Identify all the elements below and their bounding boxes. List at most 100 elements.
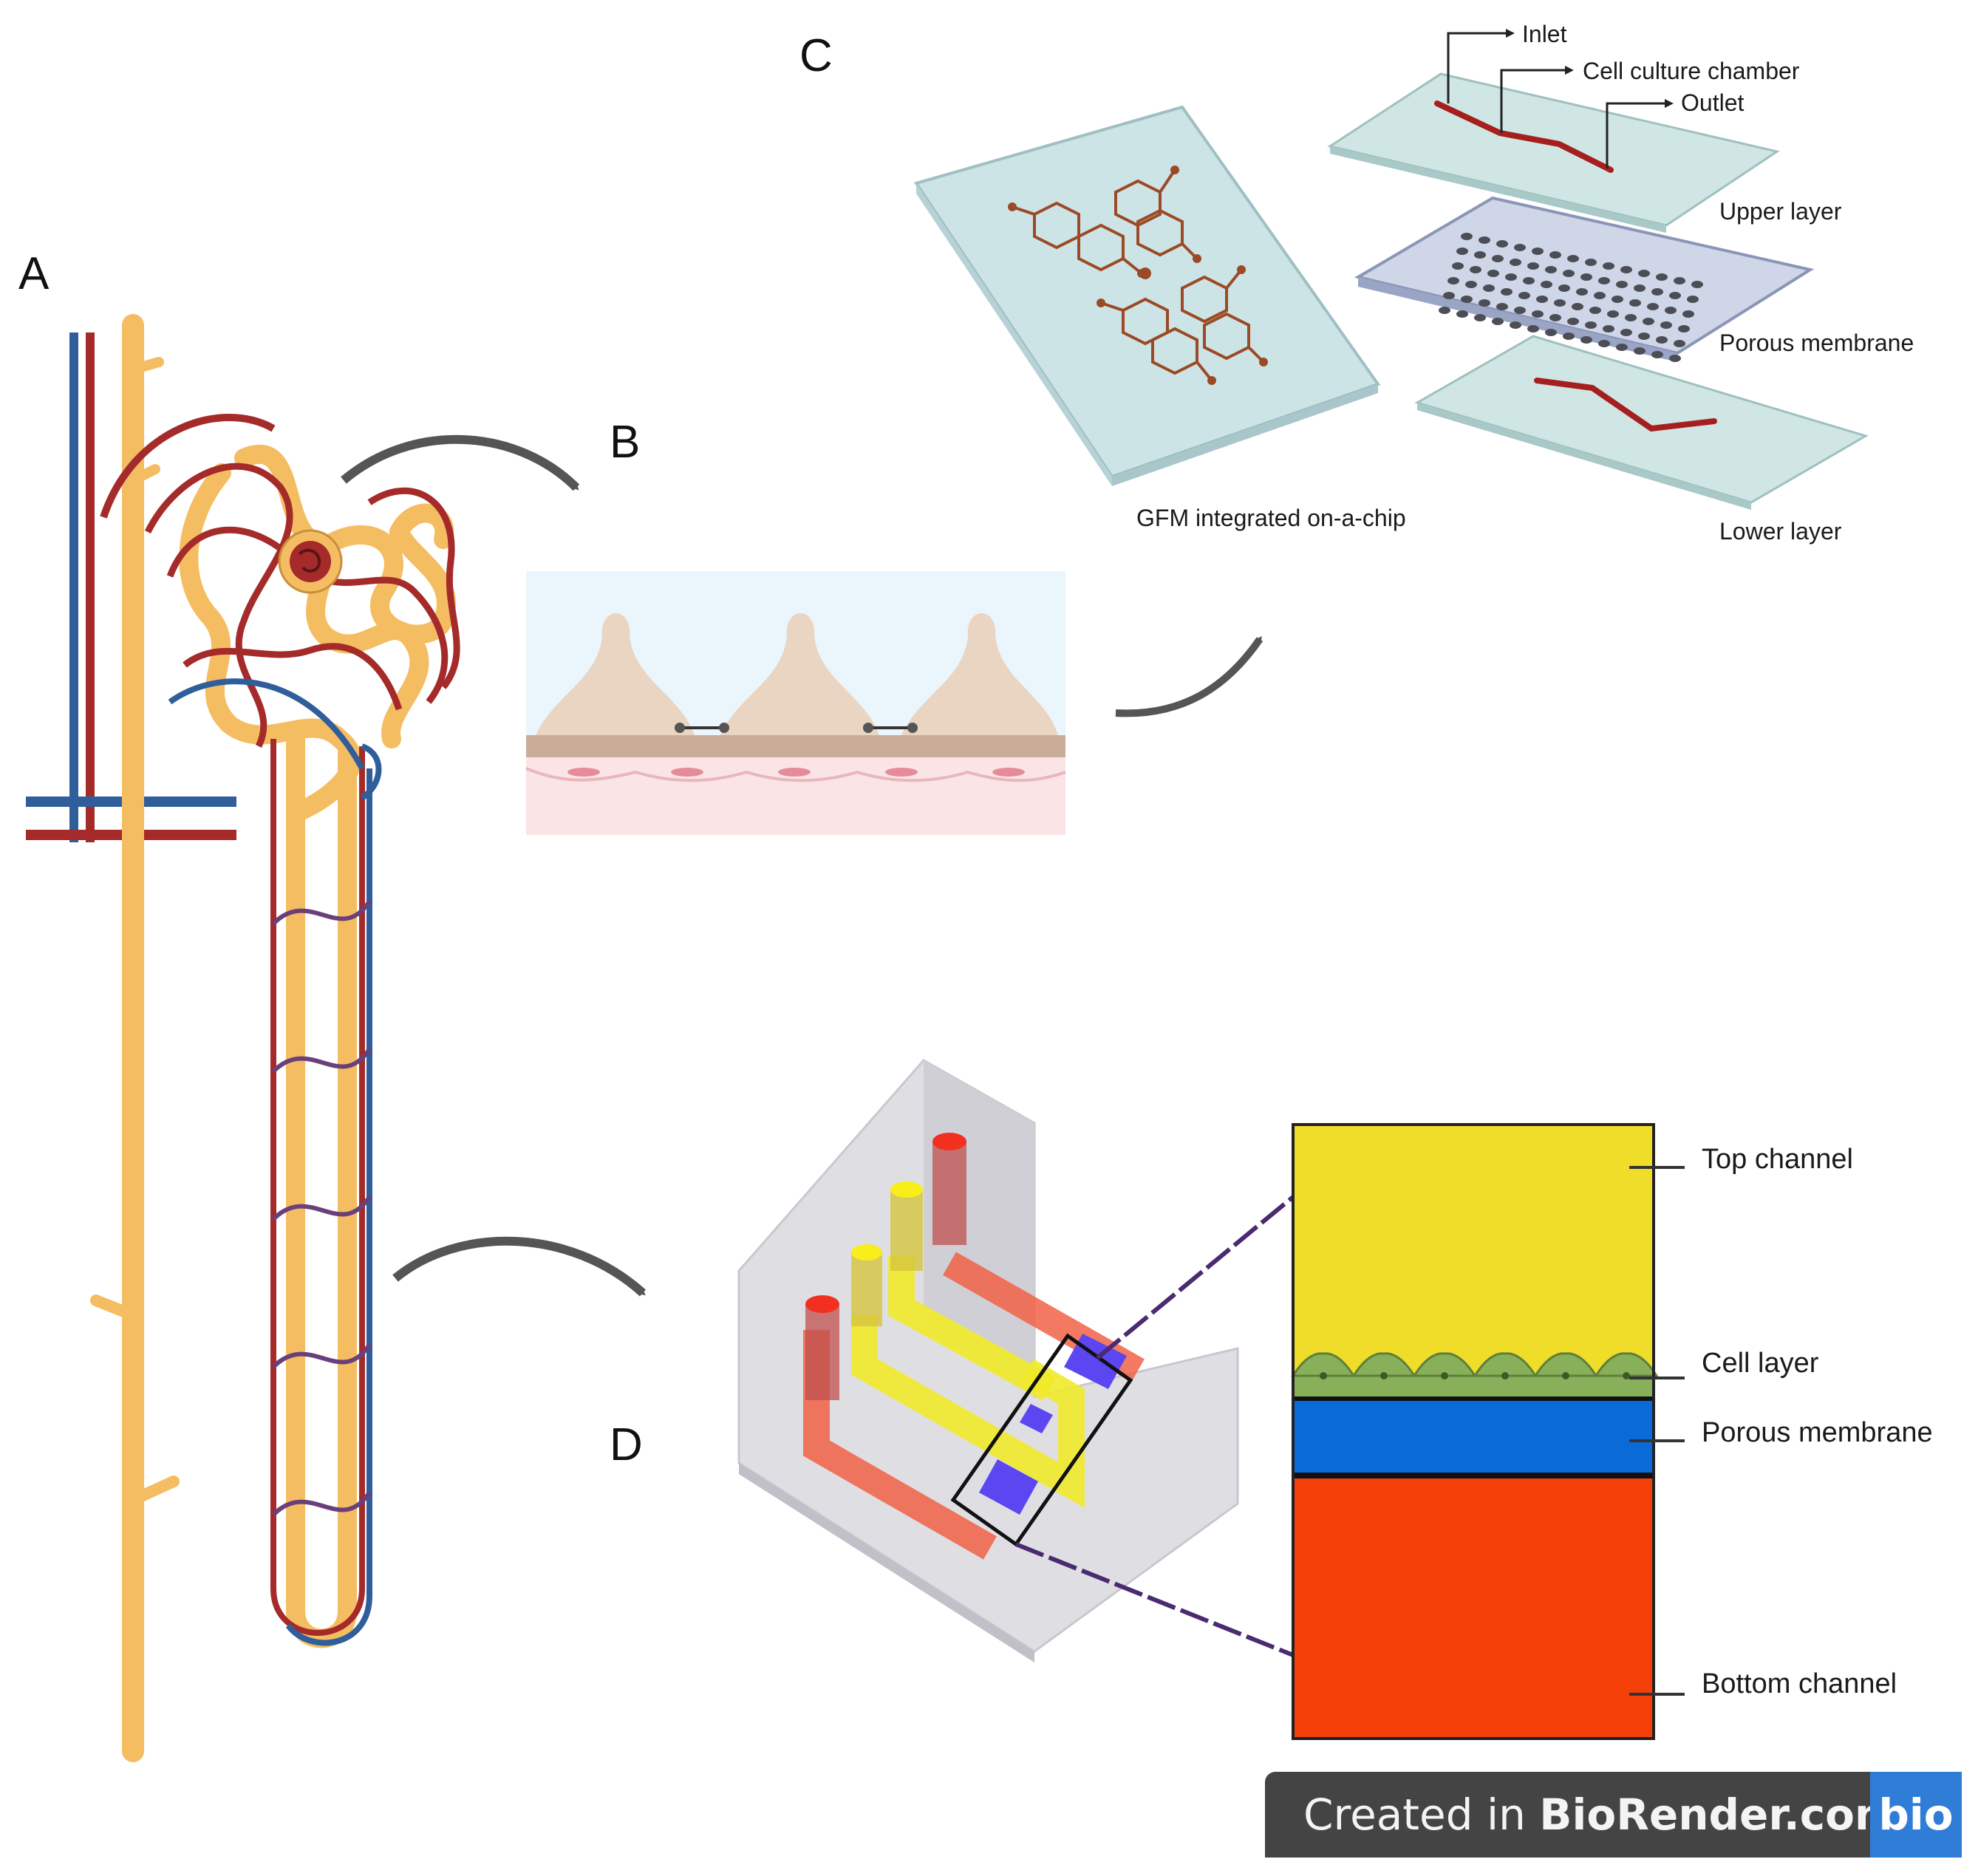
cell-nucleus <box>1320 1372 1327 1379</box>
membrane-pore <box>1678 325 1690 332</box>
membrane-pore <box>1510 259 1521 266</box>
membrane-pore <box>1514 307 1526 314</box>
membrane-pore <box>1620 329 1632 336</box>
membrane-pore <box>1523 277 1535 284</box>
top-channel-block <box>1293 1125 1654 1396</box>
membrane-pore <box>1620 266 1632 273</box>
membrane-pore <box>1603 325 1614 332</box>
membrane-pore <box>1541 281 1552 288</box>
membrane-pore <box>1629 299 1641 307</box>
label-inlet: Inlet <box>1522 21 1567 47</box>
membrane-pore <box>1545 329 1557 336</box>
membrane-pore <box>1474 251 1486 259</box>
membrane-pore <box>1576 288 1588 296</box>
panel-label-a: A <box>18 248 50 299</box>
panel-label-c: C <box>799 30 833 81</box>
epithelial-cell <box>1533 1352 1598 1377</box>
membrane-pore <box>1607 310 1619 318</box>
membrane-pore <box>1456 248 1468 255</box>
panel-d-organ-chip <box>737 1059 1295 1662</box>
membrane-pore <box>1439 307 1450 314</box>
membrane-pore <box>1656 336 1668 344</box>
membrane-pore <box>1527 262 1539 270</box>
membrane-pore <box>1567 255 1579 262</box>
membrane-pore <box>1479 299 1490 307</box>
cell-nucleus <box>1441 1372 1448 1379</box>
biorender-logo: bio <box>1870 1772 1962 1858</box>
label-cell-layer: Cell layer <box>1702 1348 1819 1379</box>
epithelial-cell <box>1351 1352 1416 1377</box>
membrane-pore <box>1603 262 1614 270</box>
membrane-pore <box>1479 236 1490 244</box>
membrane-pore <box>1598 340 1610 347</box>
cell-nucleus <box>1501 1372 1509 1379</box>
membrane-pore <box>1691 281 1703 288</box>
nephron-illustration <box>26 314 460 1762</box>
badge-text: Created in BioRender.com <box>1303 1790 1899 1840</box>
membrane-pore <box>1447 277 1459 284</box>
membrane-pore <box>1687 296 1699 303</box>
badge-brand: BioRender.com <box>1539 1790 1900 1840</box>
arrow-a-to-b <box>341 434 580 491</box>
panel-label-d: D <box>610 1419 643 1470</box>
membrane-pore <box>1665 307 1677 314</box>
membrane-pore <box>1638 332 1650 340</box>
membrane-pore <box>1501 288 1513 296</box>
membrane-pore <box>1563 332 1575 340</box>
arrow-b-to-c <box>1115 635 1263 717</box>
badge-prefix: Created in <box>1303 1790 1540 1840</box>
membrane-pore <box>1510 321 1521 329</box>
membrane-pore <box>1580 336 1592 344</box>
membrane-pore <box>1598 277 1610 284</box>
membrane-pore <box>1572 303 1583 310</box>
membrane-pore <box>1638 270 1650 277</box>
epithelial-cell <box>1594 1352 1659 1377</box>
bottom-channel-block <box>1293 1478 1654 1739</box>
label-lower-layer: Lower layer <box>1719 518 1842 545</box>
membrane-pore <box>1558 284 1570 292</box>
membrane-pore <box>1634 347 1646 355</box>
panel-c-gfm-chip <box>913 29 1869 510</box>
cell-nucleus <box>1562 1372 1569 1379</box>
membrane-pore <box>1567 318 1579 325</box>
membrane-pore <box>1461 296 1473 303</box>
membrane-pore <box>1625 314 1637 321</box>
membrane-pore <box>1514 244 1526 251</box>
membrane-pore <box>1674 340 1685 347</box>
membrane-pore <box>1487 270 1499 277</box>
membrane-pore <box>1616 281 1628 288</box>
membrane-pore <box>1589 307 1601 314</box>
membrane-pore <box>1643 318 1654 325</box>
porous-membrane-block <box>1293 1401 1654 1473</box>
panel-b-epithelium <box>525 571 1066 835</box>
label-upper-layer: Upper layer <box>1719 198 1842 225</box>
membrane-pore <box>1532 310 1544 318</box>
membrane-pore <box>1634 284 1646 292</box>
label-porous-membrane-d: Porous membrane <box>1702 1417 1933 1448</box>
membrane-pore <box>1536 296 1548 303</box>
label-top-channel: Top channel <box>1702 1144 1853 1175</box>
membrane-pore <box>1563 270 1575 277</box>
membrane-pore <box>1669 355 1681 362</box>
membrane-pore <box>1452 262 1464 270</box>
epithelial-cell <box>1412 1352 1477 1377</box>
membrane-pore <box>1527 325 1539 332</box>
arrow-a-to-d <box>392 1236 647 1297</box>
membrane-pore <box>1496 240 1508 248</box>
membrane-pore <box>1492 255 1504 262</box>
membrane-pore <box>1647 303 1659 310</box>
biorender-badge: Created in BioRender.com bio <box>1265 1772 1962 1858</box>
membrane-pore <box>1612 296 1623 303</box>
membrane-pore <box>1532 248 1544 255</box>
membrane-pore <box>1549 251 1561 259</box>
label-outlet: Outlet <box>1681 89 1745 116</box>
membrane-pore <box>1651 288 1663 296</box>
membrane-pore <box>1660 321 1672 329</box>
cell-nucleus <box>1623 1372 1630 1379</box>
membrane-pore <box>1554 299 1566 307</box>
membrane-pore <box>1474 314 1486 321</box>
membrane-pore <box>1549 314 1561 321</box>
membrane-pore <box>1456 310 1468 318</box>
membrane-pore <box>1545 266 1557 273</box>
